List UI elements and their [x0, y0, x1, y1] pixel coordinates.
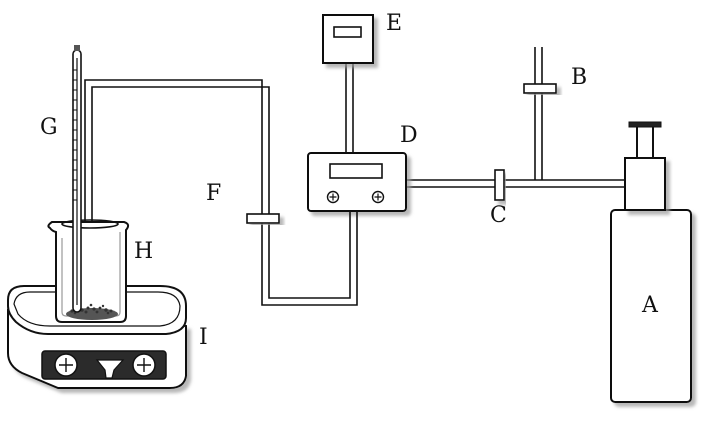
label-g: G [40, 115, 58, 140]
controller-d [307, 152, 407, 212]
branch-tube-b [523, 47, 557, 180]
gas-cylinder-a [610, 121, 692, 403]
beaker-h [47, 219, 130, 323]
label-d: D [400, 123, 418, 148]
label-a: A [641, 293, 659, 318]
label-i: I [199, 325, 208, 350]
meter-e [322, 14, 374, 153]
thermometer-g [72, 45, 82, 313]
label-b: B [571, 65, 587, 90]
main-gas-tube [406, 179, 625, 188]
label-c: C [490, 203, 507, 228]
valve-c [494, 169, 505, 201]
label-f: F [206, 181, 221, 206]
valve-f [246, 213, 280, 224]
label-h: H [134, 239, 153, 264]
hot-plate-i [7, 285, 187, 389]
tube-to-beaker [84, 79, 358, 306]
label-e: E [386, 11, 402, 36]
